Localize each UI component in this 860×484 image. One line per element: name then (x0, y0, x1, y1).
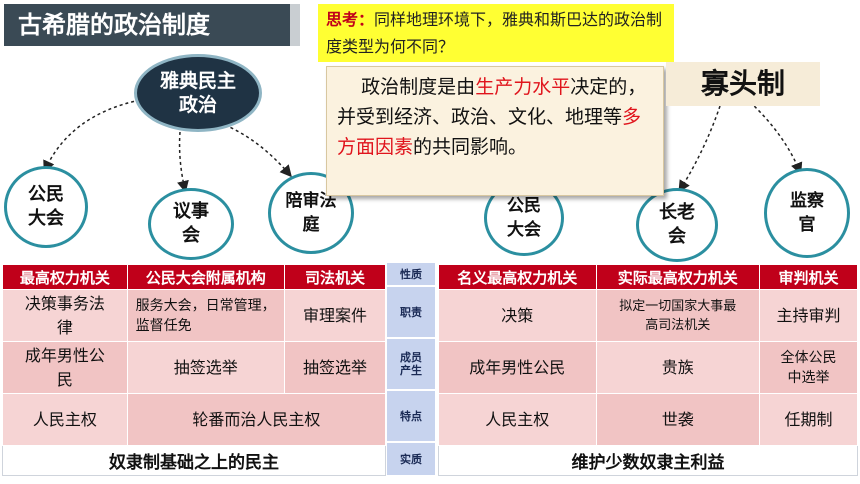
row-label: 成员产生 (386, 338, 436, 390)
sparta-header-1: 名义最高权力机关 (438, 264, 597, 290)
row-labels-column: 性质 职责 成员产生 特点 实质 (386, 262, 436, 476)
athens-cell: 决策事务法律 (2, 289, 128, 342)
athens-cell: 人民主权 (2, 393, 128, 446)
sparta-footer: 维护少数奴隶主利益 (438, 445, 858, 476)
sparta-cell: 主持审判 (758, 289, 859, 342)
oligarchy-label: 寡头制 (666, 62, 820, 106)
athens-header-3: 司法机关 (283, 264, 387, 290)
athens-assembly-node: 公民大会 (4, 166, 88, 248)
sparta-cell: 任期制 (758, 393, 859, 446)
row-label: 特点 (386, 390, 436, 442)
note-highlight-factors: 多方面因素 (337, 106, 642, 158)
athens-council-node: 议事会 (148, 188, 234, 260)
athens-jury-court-node: 陪审法庭 (268, 172, 354, 254)
sparta-cell: 决策 (438, 289, 597, 342)
sparta-cell: 拟定一切国家大事最高司法机关 (595, 289, 760, 342)
note-text-2: 决定的，并受到经济、政治、文化、地理等 (337, 76, 647, 128)
row-label: 性质 (386, 262, 436, 286)
athens-cell: 抽签选举 (126, 341, 285, 394)
think-text: 同样地理环境下，雅典和斯巴达的政治制度类型为何不同？ (326, 10, 663, 56)
sparta-ephor-node: 监察官 (764, 168, 850, 258)
note-text-3: 的共同影响。 (413, 136, 528, 158)
sparta-table: 名义最高权力机关 实际最高权力机关 审判机关 决策 拟定一切国家大事最高司法机关… (438, 264, 859, 476)
think-question-box: 思考：同样地理环境下，雅典和斯巴达的政治制度类型为何不同？ (318, 4, 674, 62)
athens-cell: 成年男性公民 (2, 341, 128, 394)
athens-cell: 抽签选举 (283, 341, 387, 394)
row-label: 实质 (386, 442, 436, 476)
note-highlight-productivity: 生产力水平 (475, 76, 571, 98)
think-label: 思考： (326, 10, 375, 29)
row-label: 职责 (386, 286, 436, 338)
explanation-note: 政治制度是由生产力水平决定的，并受到经济、政治、文化、地理等多方面因素的共同影响… (326, 66, 664, 196)
sparta-cell: 成年男性公民 (438, 341, 597, 394)
sparta-cell: 贵族 (595, 341, 760, 394)
sparta-cell: 人民主权 (438, 393, 597, 446)
athens-header-2: 公民大会附属机构 (126, 264, 285, 290)
sparta-header-2: 实际最高权力机关 (595, 264, 760, 290)
athens-democracy-node: 雅典民主政治 (134, 54, 262, 132)
athens-cell: 服务大会，日常管理，监督任免 (126, 289, 285, 342)
page-title: 古希腊的政治制度 (4, 4, 300, 46)
athens-table: 最高权力机关 公民大会附属机构 司法机关 决策事务法律 服务大会，日常管理，监督… (2, 264, 387, 476)
note-text-1: 政治制度是由 (361, 76, 476, 98)
athens-cell: 轮番而治人民主权 (126, 393, 387, 446)
sparta-header-3: 审判机关 (758, 264, 859, 290)
athens-footer: 奴隶制基础之上的民主 (2, 445, 386, 476)
athens-header-1: 最高权力机关 (2, 264, 128, 290)
sparta-cell: 世袭 (595, 393, 760, 446)
sparta-elders-node: 长老会 (636, 188, 718, 262)
athens-cell: 审理案件 (283, 289, 387, 342)
sparta-cell: 全体公民中选举 (758, 341, 859, 394)
